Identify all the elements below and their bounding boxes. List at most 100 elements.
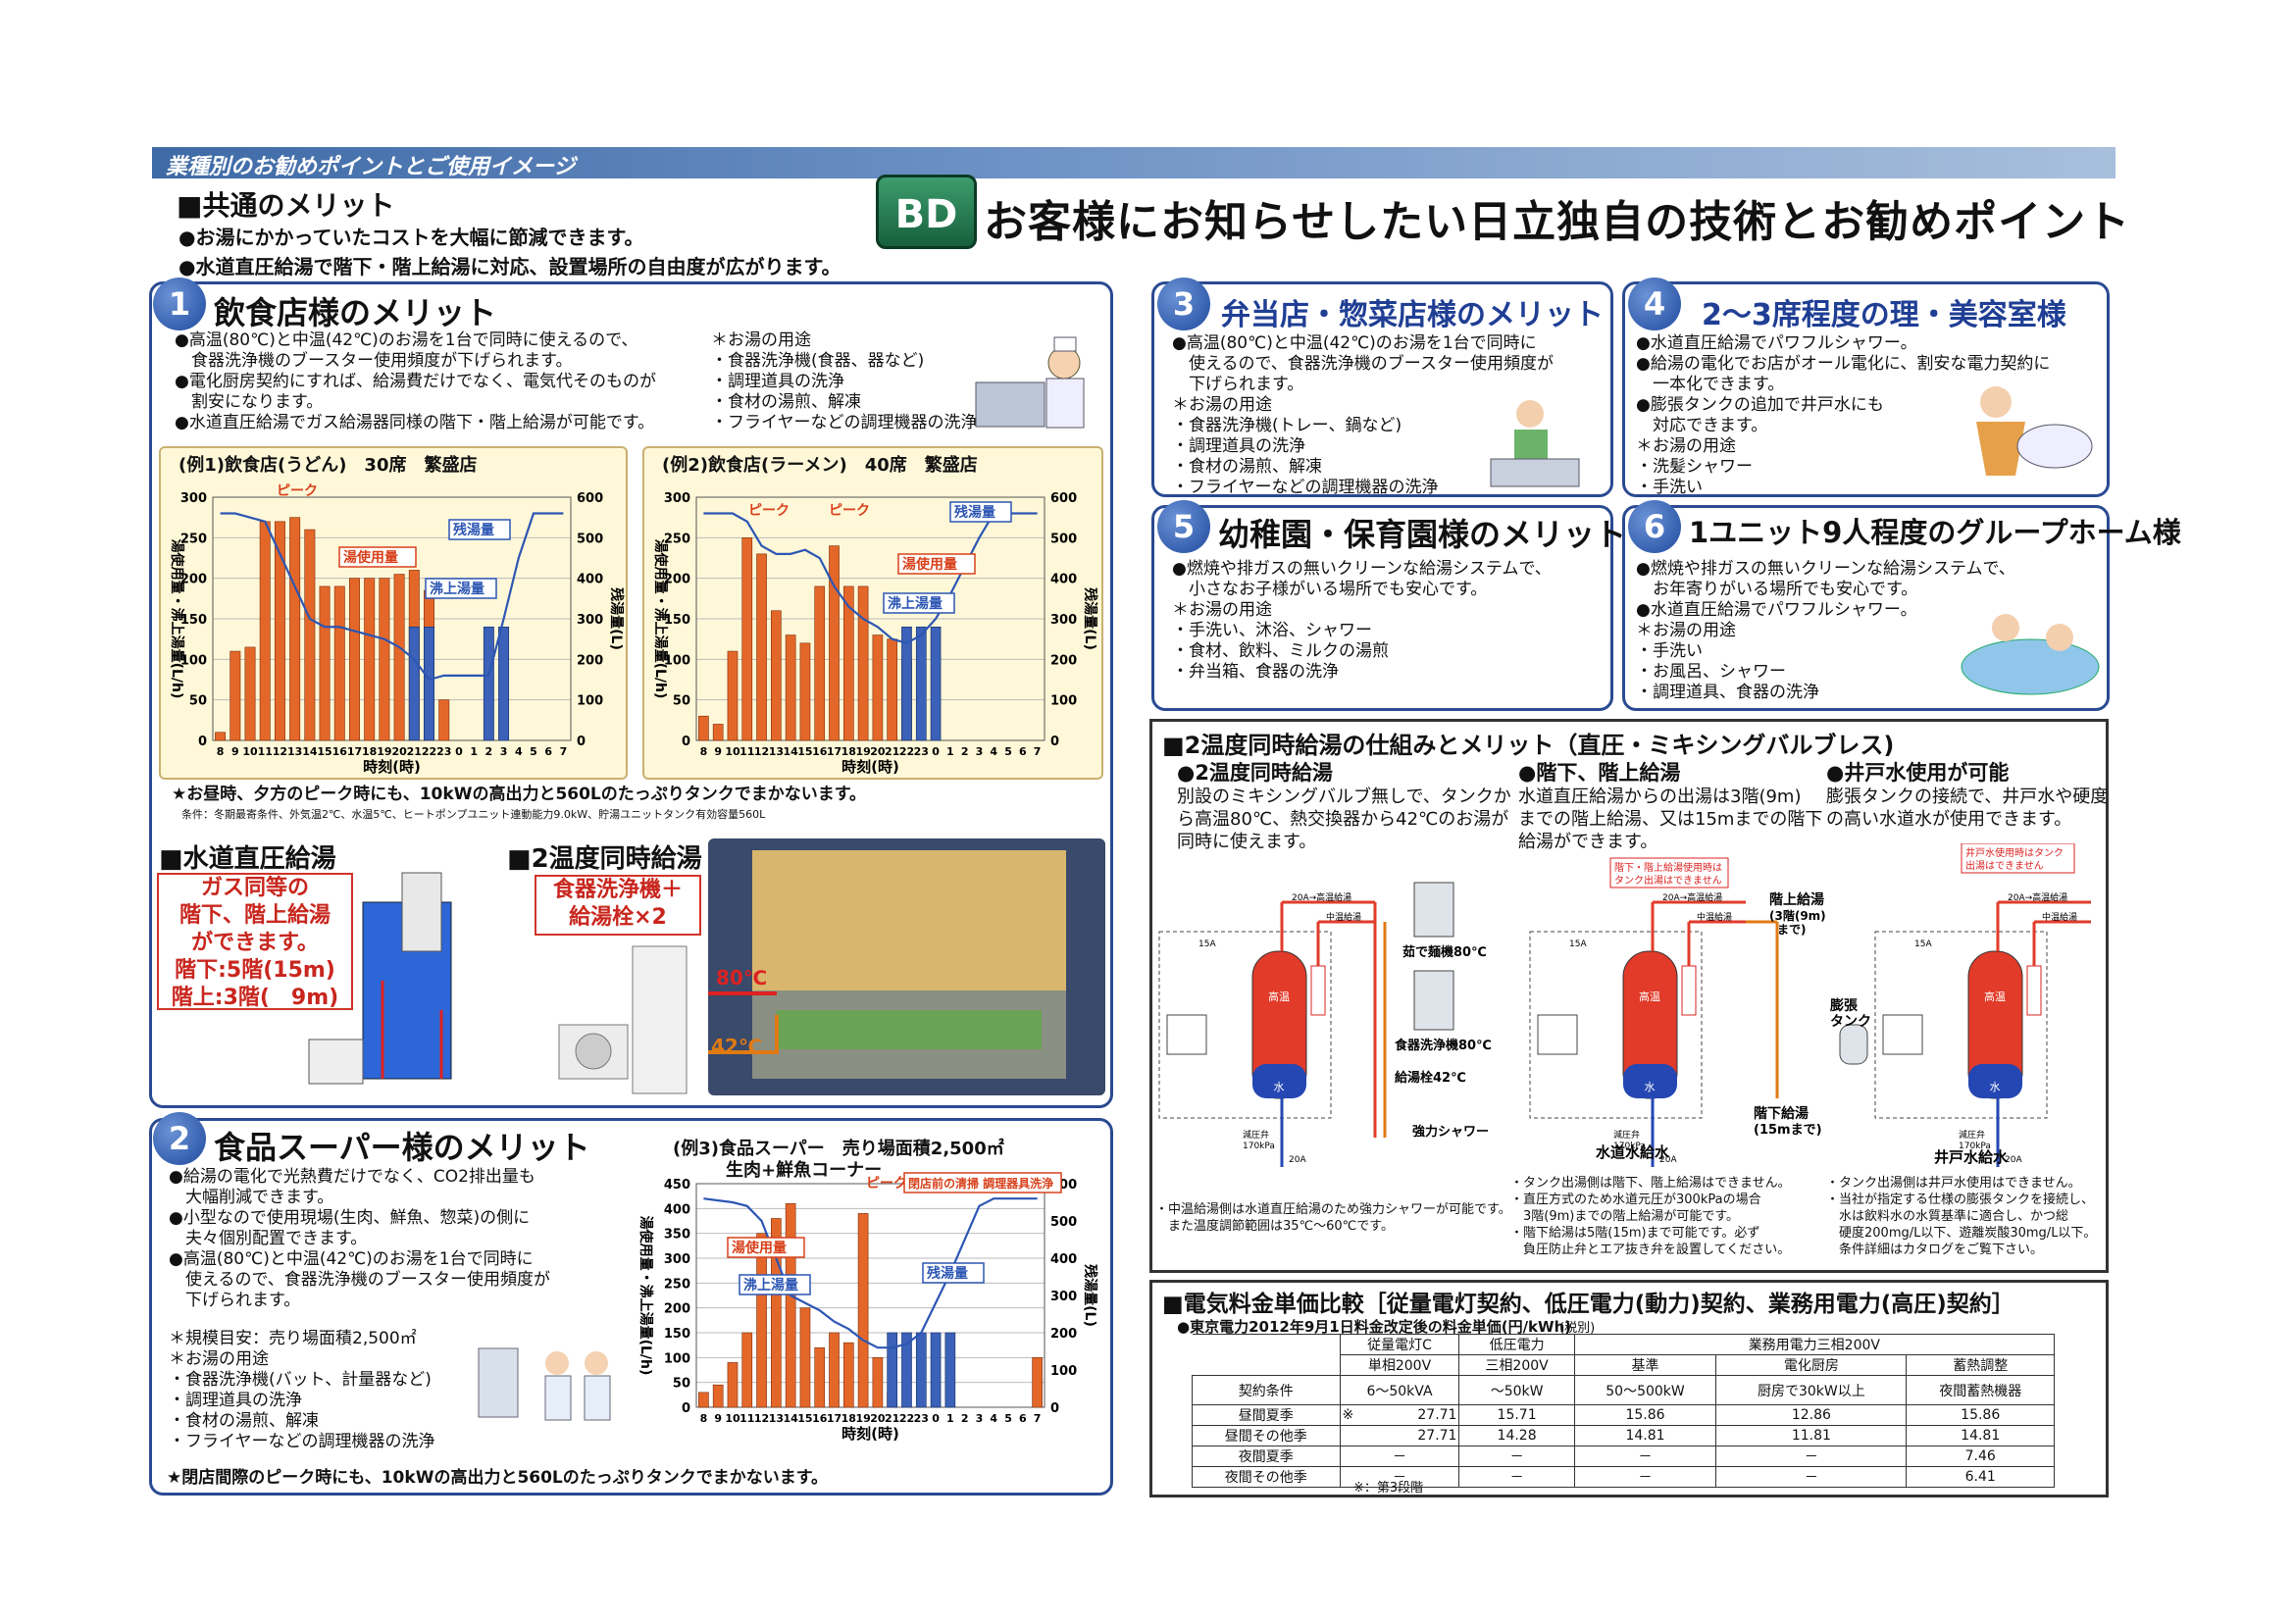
y2-tick-label: 600 (577, 491, 603, 506)
rate-cell: 15.86 (1573, 1404, 1717, 1426)
rate-h: 蓄熱調整 (1906, 1354, 2055, 1376)
hairwash-illustration (1937, 378, 2099, 490)
rate-cond: 契約条件 (1192, 1375, 1341, 1405)
x-tick-label: 21 (885, 1412, 899, 1425)
x-tick-label: 17 (827, 1412, 841, 1425)
x-tick-label: 22 (422, 745, 436, 758)
direct-heading: ■水道直圧給湯 (159, 844, 336, 874)
y2-tick-label: 0 (1050, 1401, 1059, 1416)
x-tick-label: 3 (500, 745, 508, 758)
y-tick-label: 50 (189, 694, 207, 709)
udon-label: 茹で麺機80℃ (1402, 944, 1487, 960)
p1-uses-title: ＊お湯の用途 (711, 330, 811, 350)
x-tick-label: 9 (231, 745, 239, 758)
direct-line: 階上:3階( 9m) (171, 986, 339, 1010)
x-tick-label: 6 (544, 745, 552, 758)
p2-line: ●給湯の電化で光熱費だけでなく、CO2排出量も (169, 1167, 535, 1187)
tax-note: (税別) (1559, 1321, 1596, 1336)
mech-c1-line: ら高温80℃、熱交換器から42℃のお湯が (1177, 809, 1509, 830)
x-tick-label: 17 (827, 745, 841, 758)
p5-line: 小さなお子様がいる場所でも安心です。 (1172, 580, 1488, 599)
panel1-number: 1 (153, 278, 206, 330)
p5-line: ・手洗い、沐浴、シャワー (1172, 621, 1372, 640)
rate-cell: 11.81 (1715, 1425, 1908, 1446)
p2-foot: ★閉店間際のピーク時にも、10kWの高出力と560Lのたっぷりタンクでまかないま… (167, 1468, 829, 1488)
rate-cell: ※27.71 (1339, 1404, 1460, 1426)
mech-n3-line: ・当社が指定する仕様の膨張タンクを接続し、 (1826, 1193, 2095, 1207)
p6-line: ＊お湯の用途 (1636, 621, 1736, 640)
y-tick-label: 400 (664, 1202, 690, 1217)
p6-line: ・お風呂、シャワー (1636, 662, 1786, 682)
dia2-a20: 20A→高温給湯 (1662, 891, 1722, 903)
y2-tick-label: 100 (1050, 694, 1077, 709)
heating-bar (483, 626, 494, 741)
x-tick-label: 11 (258, 745, 273, 758)
dia2-pv: 減圧弁 (1613, 1129, 1640, 1141)
p2-line: ●高温(80℃)と中温(42℃)のお湯を1台で同時に (169, 1249, 534, 1269)
dia2-tank-bottom (1623, 1064, 1677, 1098)
mech-c3-line: 膨張タンクの接続で、井戸水や硬度 (1826, 787, 2109, 807)
x-tick-label: 10 (725, 745, 740, 758)
usage-bar (872, 634, 884, 741)
callout-box (338, 546, 417, 568)
y-tick-label: 150 (664, 1327, 690, 1342)
x-tick-label: 1 (470, 745, 478, 758)
dia2-tank-label: 高温 (1639, 990, 1660, 1003)
rate-cond: 50～500kW (1573, 1375, 1717, 1405)
chart2-title: (例2)飲食店(ラーメン) 40席 繁盛店 (662, 455, 978, 476)
chart3-subtitle: 生肉+鮮魚コーナー (726, 1160, 883, 1181)
usage-bar (756, 1233, 767, 1408)
x-tick-label: 1 (946, 1412, 954, 1425)
y-tick-label: 250 (664, 532, 690, 546)
p5-line: ・弁当箱、食器の洗浄 (1172, 662, 1339, 682)
heating-bar (498, 626, 510, 741)
system-diagrams: 高温水20A→高温給湯中温給湯15A減圧弁170kPa20A高温水20A→高温給… (1158, 843, 2091, 1167)
panel4-text: ●水道直圧給湯でパワフルシャワー。 ●給湯の電化でお店がオール電化に、割安な電力… (1636, 333, 2050, 498)
common-merit-2: ●水道直圧給湯で階下・階上給湯に対応、設置場所の自由度が広がります。 (178, 255, 841, 279)
category-bar-text: 業種別のお勧めポイントとご使用イメージ (166, 155, 576, 179)
mech-n3-line: 水は飲料水の水質基準に適合し、かつ総 (1826, 1209, 2069, 1224)
rate-cell: 15.86 (1906, 1404, 2055, 1426)
dia1-pv: 減圧弁 (1243, 1129, 1269, 1141)
plot-frame (695, 496, 1045, 741)
mech-c1-line: 同時に使えます。 (1177, 832, 1317, 852)
y2-axis-label: 残湯量(L) (1082, 1264, 1098, 1327)
callout-label: ピーク (277, 483, 318, 499)
y-tick-label: 0 (682, 735, 690, 749)
y2-tick-label: 400 (1050, 1252, 1077, 1267)
mech-col2: ●階下、階上給湯 水道直圧給湯からの出湯は3階(9m) までの階上給湯、又は15… (1518, 760, 1822, 853)
x-tick-label: 7 (1034, 745, 1042, 758)
usage-bar (814, 585, 826, 741)
panel1-text: ●高温(80℃)と中温(42℃)のお湯を1台で同時に使えるので、 食器洗浄機のブ… (175, 330, 656, 433)
panel6-title: 1ユニット9人程度のグループホーム様 (1689, 516, 2181, 549)
x-tick-label: 18 (841, 1412, 856, 1425)
y-tick-label: 50 (673, 694, 690, 709)
x-tick-label: 0 (932, 1412, 940, 1425)
x-tick-label: 23 (914, 1412, 929, 1425)
direct-line: 階下、階上給湯 (178, 903, 331, 928)
chef-illustration (966, 333, 1103, 441)
tap-label: 給湯栓42℃ (1395, 1070, 1466, 1086)
x-tick-label: 5 (1004, 745, 1012, 758)
p2-scale: ＊規模目安：売り場面積2,500㎡ (169, 1329, 417, 1348)
x-tick-label: 5 (530, 745, 537, 758)
rate-h (1192, 1334, 1341, 1376)
y-tick-label: 350 (664, 1228, 690, 1243)
y2-tick-label: 300 (1050, 1290, 1077, 1304)
dia1-hp (1166, 1014, 1207, 1055)
p2-line: 下げられます。 (169, 1291, 301, 1310)
rate-cell: 6.41 (1906, 1466, 2055, 1488)
usage-bar (741, 537, 753, 741)
panel5-text: ●燃焼や排ガスの無いクリーンな給湯システムで、 小さなお子様がいる場所でも安心で… (1172, 559, 1552, 683)
callout-box (883, 592, 955, 614)
y-axis-label: 湯使用量・沸上湯量(L/h) (637, 1216, 654, 1376)
mech-col1: ●2温度同時給湯 別設のミキシングバルブ無しで、タンクか ら高温80℃、熱交換器… (1177, 760, 1511, 853)
p6-line: ●水道直圧給湯でパワフルシャワー。 (1636, 600, 1917, 620)
usage-bar (857, 1213, 869, 1408)
x-tick-label: 8 (700, 745, 708, 758)
rate-h: 電化厨房 (1715, 1354, 1908, 1376)
usage-bar (785, 1202, 796, 1408)
